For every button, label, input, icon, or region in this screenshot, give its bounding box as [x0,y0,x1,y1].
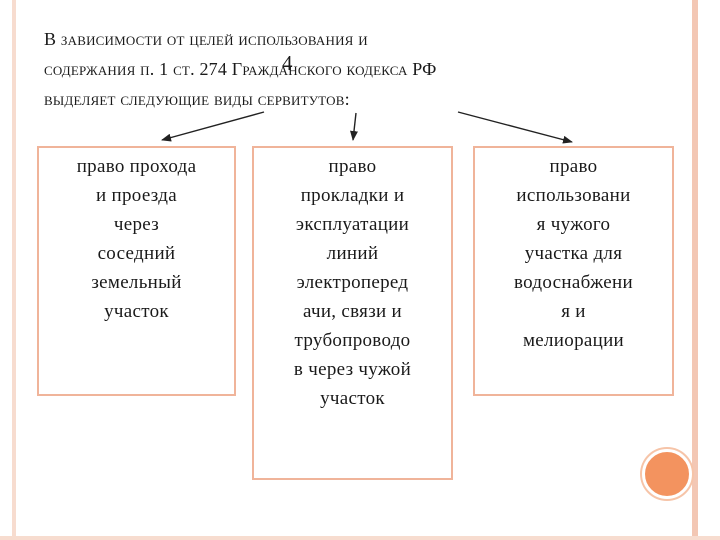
box-3-text: право использовани я чужого участка для … [514,156,633,351]
servitude-box-passage: право прохода и проезда через соседний з… [37,146,236,396]
slide-frame-right [692,0,698,540]
box-2-text: право прокладки и эксплуатации линий эле… [293,156,412,409]
box-1-text: право прохода и проезда через соседний з… [76,156,197,322]
heading-line-2: содержания п. 1 ст. 274 Гражданского код… [44,59,437,79]
heading-line-1: В зависимости от целей использования и [44,29,368,49]
servitude-box-water: право использовани я чужого участка для … [473,146,674,396]
slide-heading: В зависимости от целей использования и с… [44,24,604,114]
decorative-circle [642,449,692,499]
arrow-to-box-2 [350,112,358,141]
slide-frame-bottom [0,536,720,540]
slide-frame-left [12,0,16,540]
heading-line-3: выделяет следующие виды сервитутов: [44,89,350,109]
arrow-to-box-3 [457,111,573,144]
overlapping-digit: 4 [282,51,293,75]
arrow-to-box-1 [161,111,265,142]
servitude-box-utilities: право прокладки и эксплуатации линий эле… [252,146,453,480]
